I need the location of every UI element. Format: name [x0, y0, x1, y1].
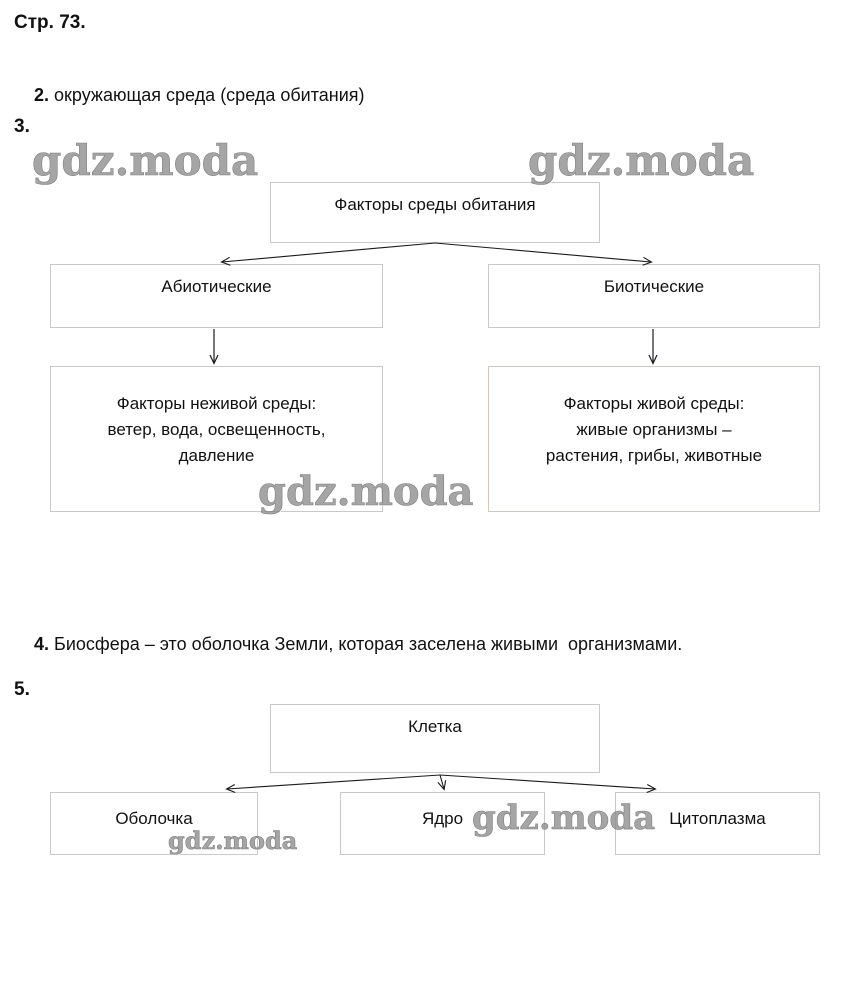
answer-item-3-number: 3. — [14, 116, 30, 137]
answer-item-2-number: 2. — [34, 85, 50, 105]
cell-child-label-nucleus: Ядро — [421, 809, 464, 828]
habitat-abiotic-detail-box: Факторы неживой среды: ветер, вода, осве… — [50, 366, 383, 512]
habitat-biotic-box: Биотические — [488, 264, 820, 328]
watermark-gdz-moda: gdz.moda — [32, 136, 259, 186]
arrow-root-to-biotic — [434, 242, 653, 266]
answer-item-2: 2. окружающая среда (среда обитания) — [14, 62, 365, 128]
cell-child-box-cytoplasm: Цитоплазма — [615, 792, 820, 855]
habitat-abiotic-box: Абиотические — [50, 264, 383, 328]
cell-child-label-membrane: Оболочка — [115, 809, 193, 828]
arrow-cell-to-nucleus — [437, 774, 447, 791]
habitat-root-box: Факторы среды обитания — [270, 182, 600, 243]
habitat-abiotic-detail-label: Факторы неживой среды: ветер, вода, осве… — [107, 394, 326, 465]
page-title: Стр. 73. — [14, 12, 86, 33]
cell-child-box-nucleus: Ядро — [340, 792, 545, 855]
answer-item-5-number: 5. — [14, 679, 30, 700]
watermark-gdz-moda: gdz.moda — [168, 826, 298, 856]
habitat-biotic-label: Биотические — [603, 277, 705, 296]
answer-item-4: 4. Биосфера – это оболочка Земли, котора… — [14, 611, 682, 677]
habitat-abiotic-label: Абиотические — [161, 277, 272, 296]
habitat-biotic-detail-box: Факторы живой среды: живые организмы – р… — [488, 366, 820, 512]
watermark-gdz-moda: gdz.moda — [472, 798, 656, 839]
answer-item-4-text: Биосфера – это оболочка Земли, которая з… — [49, 634, 683, 654]
answer-item-4-number: 4. — [34, 634, 50, 654]
arrow-root-to-abiotic — [220, 242, 436, 266]
watermark-gdz-moda: gdz.moda — [258, 468, 474, 516]
answer-item-2-text: окружающая среда (среда обитания) — [49, 85, 365, 105]
cell-child-label-cytoplasm: Цитоплазма — [669, 809, 766, 828]
cell-root-label: Клетка — [408, 717, 462, 736]
arrow-cell-to-cytoplasm — [439, 774, 657, 793]
habitat-biotic-detail-label: Факторы живой среды: живые организмы – р… — [545, 394, 763, 465]
watermark-gdz-moda: gdz.moda — [528, 136, 755, 186]
cell-child-box-membrane: Оболочка — [50, 792, 258, 855]
cell-root-box: Клетка — [270, 704, 600, 773]
arrow-cell-to-membrane — [225, 774, 441, 793]
habitat-root-label: Факторы среды обитания — [334, 195, 536, 214]
